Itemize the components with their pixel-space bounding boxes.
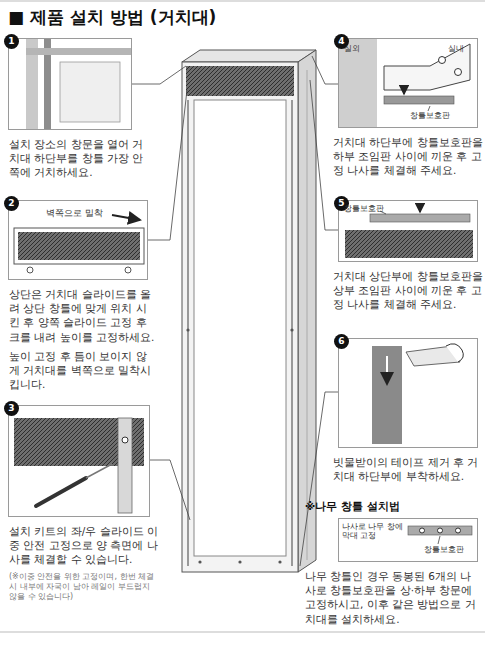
step-description: 설치 키트의 좌/우 슬라이드 이중 안전 고정으로 양 측면에 나사를 체결할… xyxy=(9,524,159,567)
part-label: 실외 xyxy=(344,44,374,54)
part-label: 실내 xyxy=(448,44,476,54)
callout-number: 3 xyxy=(4,401,19,416)
step-description: 설치 장소의 창문을 열어 거치대 하단부를 창틀 가장 안쪽에 거치하세요. xyxy=(9,137,151,180)
step-description: 거치대 하단부에 창틀보호판을 하부 조임판 사이에 끼운 후 고정 나사를 체… xyxy=(333,135,483,178)
page-title: ■ 제품 설치 방법 (거치대) xyxy=(8,6,216,29)
step-description: 높이 고정 후 틈이 보이지 않게 거치대를 벽쪽으로 밀착시킵니다. xyxy=(9,349,157,392)
part-label: 창틀보호판 xyxy=(344,204,404,214)
callout-number: 1 xyxy=(4,34,19,49)
step-description: 빗물받이의 테이프 제거 후 거치대 하단부에 부착하세요. xyxy=(333,455,483,483)
step-panel: 6빗물받이의 테이프 제거 후 거치대 하단부에 부착하세요. xyxy=(338,338,478,448)
part-label: 창틀보호판 xyxy=(410,111,470,121)
step-description: 거치대 상단부에 창틀보호판을 상부 조임판 사이에 끼운 후 고정 나사를 체… xyxy=(333,269,483,312)
callout-number: 6 xyxy=(334,334,349,349)
part-label: 벽쪽으로 밀착 xyxy=(46,208,110,219)
part-label: 나사로 나무 창에 막대 고정 xyxy=(342,522,404,540)
part-label: 창틀보호판 xyxy=(424,545,476,555)
section-heading: ※나무 창틀 설치법 xyxy=(305,500,400,514)
step-panel: 3설치 키트의 좌/우 슬라이드 이중 안전 고정으로 양 측면에 나사를 체결… xyxy=(8,405,150,517)
step-description: 상단은 거치대 슬라이드를 올려 상단 창틀에 맞게 위치 시킨 후 양쪽 슬라… xyxy=(9,287,157,344)
step-description: 나무 창틀인 경우 동봉된 6개의 나사로 창틀보호판을 상·하부 창문에 고정… xyxy=(305,569,481,626)
step-panel: 1설치 장소의 창문을 열어 거치대 하단부를 창틀 가장 안쪽에 거치하세요. xyxy=(8,38,132,130)
callout-number: 2 xyxy=(4,196,19,211)
note-text: (※이중 안전을 위한 고정이며, 한번 체결 시 내부에 자국이 남아 레일이… xyxy=(9,572,159,603)
